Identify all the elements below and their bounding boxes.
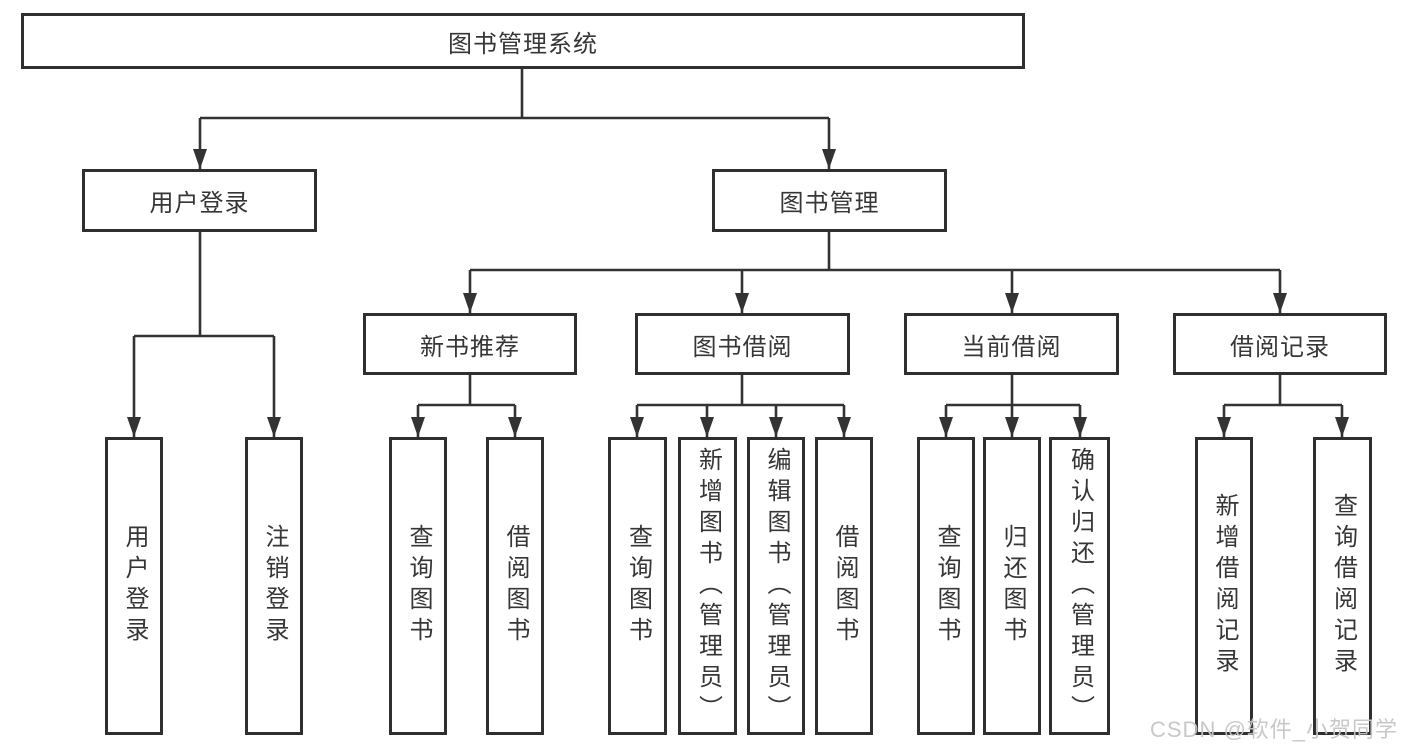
leaf-return-books-label: 归还图书 [999, 524, 1026, 648]
leaf-query-books-newrec-label: 查询图书 [405, 524, 432, 648]
leaf-query-borrow-record: 查询借阅记录 [1313, 437, 1372, 735]
leaf-borrow-books-newrec-label: 借阅图书 [502, 524, 529, 648]
leaf-query-books-current: 查询图书 [917, 437, 975, 735]
node-borrowing-records-label: 借阅记录 [1230, 333, 1330, 361]
node-root-label: 图书管理系统 [448, 30, 598, 58]
leaf-logout: 注销登录 [245, 437, 303, 735]
connector-root-to-level2 [193, 69, 836, 169]
leaf-borrow-books-borrowing: 借阅图书 [815, 437, 873, 735]
leaf-query-books-borrowing-label: 查询图书 [624, 524, 652, 648]
leaf-add-borrow-record: 新增借阅记录 [1195, 437, 1253, 735]
node-book-management: 图书管理 [712, 169, 947, 232]
leaf-edit-books-admin-label: 编辑图书（管理员） [763, 446, 790, 726]
connector-userlogin-to-leaves [127, 232, 281, 437]
node-user-login: 用户登录 [82, 169, 317, 232]
leaf-return-books: 归还图书 [983, 437, 1041, 735]
connector-borrowing-to-leaves [630, 375, 851, 437]
leaf-confirm-return-admin-label: 确认归还（管理员） [1066, 446, 1094, 726]
node-book-borrowing-label: 图书借阅 [692, 333, 793, 361]
connector-bookmgmt-to-categories [463, 232, 1287, 313]
leaf-borrow-books-borrowing-label: 借阅图书 [831, 524, 858, 648]
leaf-query-books-borrowing: 查询图书 [608, 437, 667, 735]
leaf-query-books-newrec: 查询图书 [389, 437, 447, 735]
connector-newbooks-to-leaves [411, 375, 522, 437]
leaf-query-borrow-record-label: 查询借阅记录 [1329, 493, 1357, 679]
node-current-borrowing-label: 当前借阅 [961, 333, 1062, 361]
leaf-user-login: 用户登录 [105, 437, 163, 735]
node-book-management-label: 图书管理 [779, 190, 880, 217]
leaf-add-borrow-record-label: 新增借阅记录 [1211, 493, 1238, 679]
leaf-edit-books-admin: 编辑图书（管理员） [747, 437, 805, 735]
node-root-system: 图书管理系统 [21, 13, 1025, 69]
leaf-add-books-admin-label: 新增图书（管理员） [694, 446, 722, 726]
connector-records-to-leaves [1217, 375, 1349, 437]
leaf-logout-label: 注销登录 [261, 524, 288, 648]
csdn-watermark: CSDN @软件_小贺同学 [1150, 717, 1399, 742]
node-new-book-recommendation: 新书推荐 [363, 313, 577, 375]
node-new-book-recommendation-label: 新书推荐 [420, 333, 520, 361]
leaf-user-login-label: 用户登录 [121, 524, 148, 648]
node-borrowing-records: 借阅记录 [1173, 313, 1387, 375]
leaf-query-books-current-label: 查询图书 [933, 524, 960, 648]
leaf-borrow-books-newrec: 借阅图书 [486, 437, 544, 735]
leaf-add-books-admin: 新增图书（管理员） [678, 437, 737, 735]
leaf-confirm-return-admin: 确认归还（管理员） [1049, 437, 1110, 735]
connector-current-to-leaves [939, 375, 1087, 437]
node-book-borrowing: 图书借阅 [635, 313, 850, 375]
node-current-borrowing: 当前借阅 [904, 313, 1119, 375]
node-user-login-label: 用户登录 [149, 190, 250, 217]
